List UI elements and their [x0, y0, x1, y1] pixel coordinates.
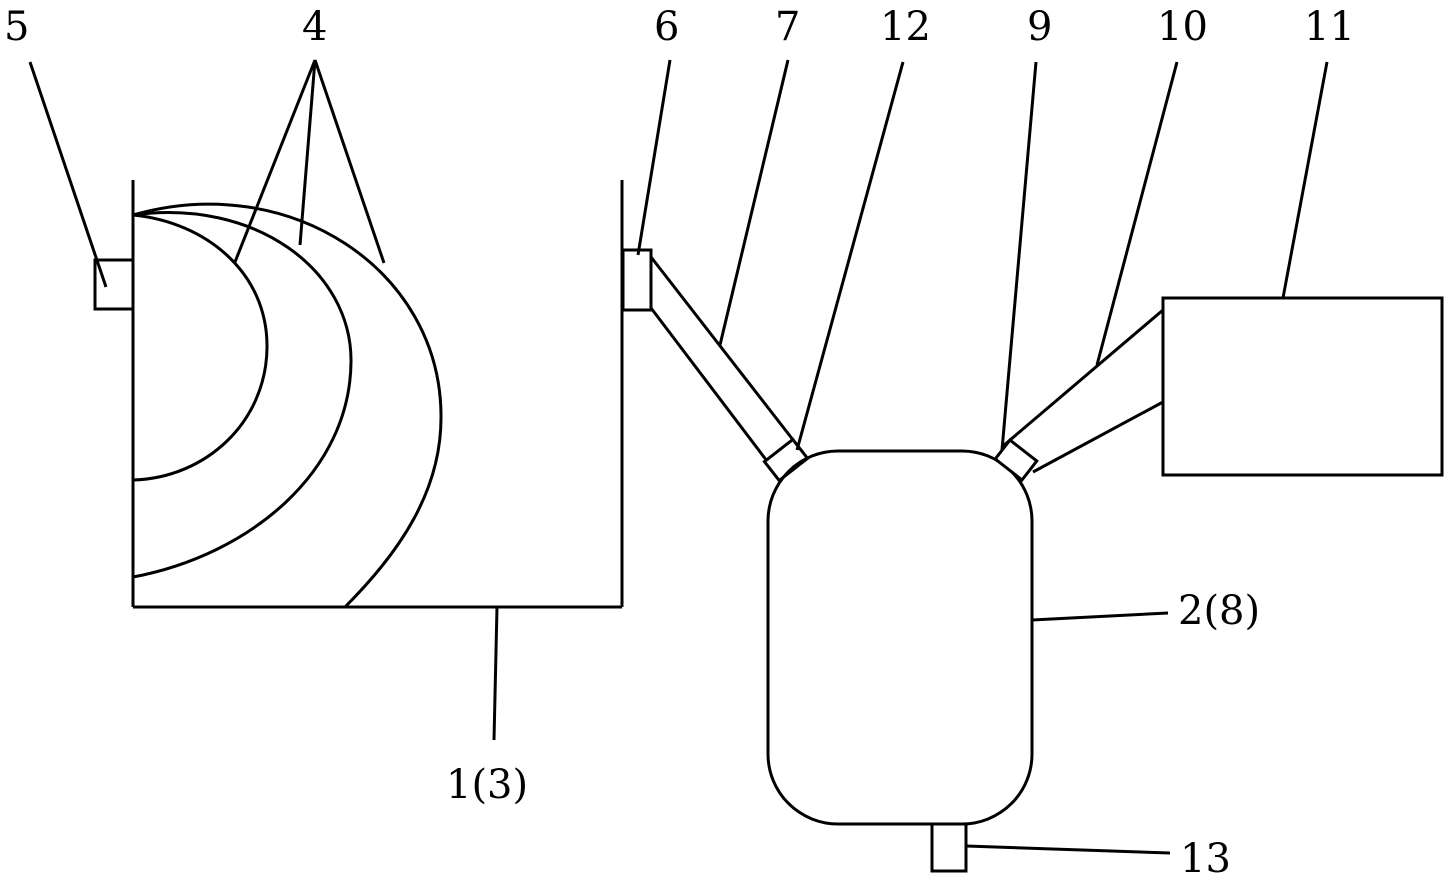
label-11: 11: [1304, 4, 1355, 50]
labels: 5 4 6 7 12 9 10 11 2(8) 1(3) 13: [4, 4, 1355, 880]
leader-7: [718, 59, 790, 346]
leader-4b: [298, 59, 317, 246]
label-1-3: 1(3): [446, 762, 528, 808]
leader-5: [28, 61, 108, 288]
middle-arc: [132, 211, 353, 579]
label-9: 9: [1027, 4, 1052, 50]
leader-1-3: [492, 606, 499, 741]
leader-4c: [313, 59, 386, 264]
leader-4a: [233, 59, 317, 263]
pipe-10: [1002, 308, 1164, 474]
component-5-box: [93, 258, 135, 311]
label-12: 12: [880, 4, 931, 50]
box-11: [1161, 296, 1444, 477]
label-13: 13: [1180, 836, 1231, 880]
leader-12: [795, 61, 905, 451]
label-5: 5: [4, 4, 29, 50]
leader-6: [636, 59, 672, 256]
component-6-box: [621, 248, 653, 312]
leader-10: [1095, 61, 1179, 366]
pipe-10-lower-edge: [1032, 400, 1164, 474]
leader-lines: [28, 59, 1329, 855]
pipe-7: [649, 256, 799, 466]
leader-13: [965, 844, 1171, 855]
label-7: 7: [775, 4, 800, 50]
outer-arc: [132, 202, 443, 609]
leader-2-8: [1031, 611, 1169, 622]
label-2-8: 2(8): [1178, 588, 1260, 634]
label-4: 4: [302, 4, 327, 50]
label-6: 6: [654, 4, 679, 50]
vessel-2: [766, 449, 1034, 826]
inner-arc: [132, 213, 269, 482]
component-13-box: [930, 822, 968, 873]
pipe-7-upper-edge: [649, 256, 799, 446]
pipe-10-upper-edge: [1002, 308, 1164, 448]
pipe-7-lower-edge: [649, 307, 772, 466]
leader-11: [1281, 61, 1329, 299]
curved-elements-4: [132, 202, 443, 609]
label-10: 10: [1157, 4, 1208, 50]
leader-9: [1000, 61, 1038, 451]
